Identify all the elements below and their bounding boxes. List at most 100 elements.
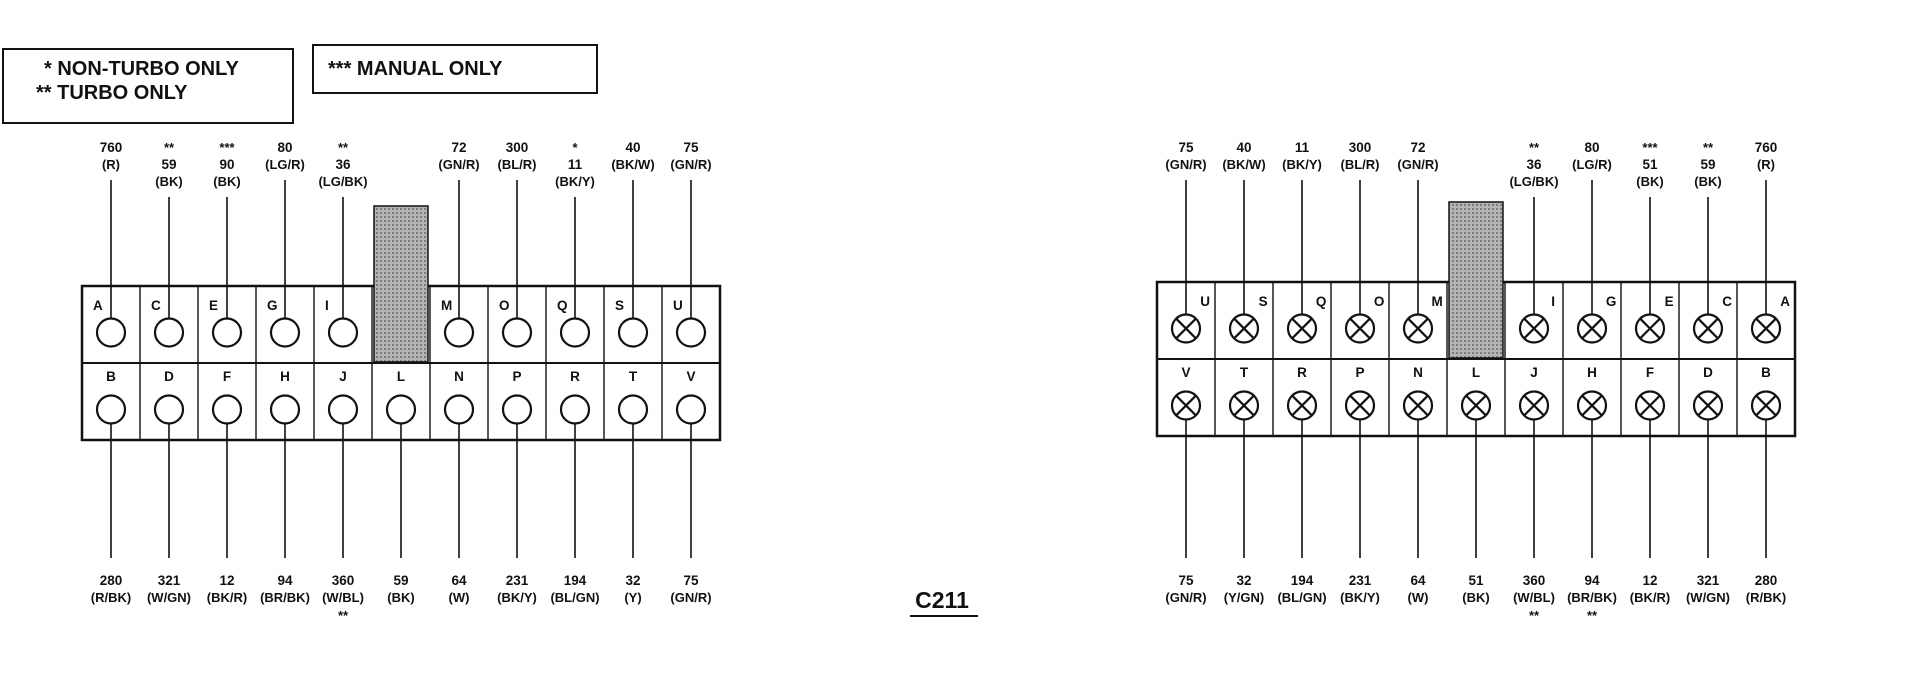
left-pin-letter: M [441, 298, 452, 313]
right-pin-letter: C [1722, 294, 1732, 309]
left-pin-letter: S [615, 298, 624, 313]
right-wire-number: 11 [1295, 140, 1310, 155]
left-wire-color: (Y) [624, 590, 641, 605]
right-wire-number: 64 [1410, 573, 1426, 588]
legend-box-turbo: * NON-TURBO ONLY ** TURBO ONLY [2, 48, 294, 124]
right-wire-color: (BK/Y) [1340, 590, 1380, 605]
left-terminal [153, 317, 185, 348]
right-wire-color: (BR/BK) [1567, 590, 1617, 605]
right-wire-number: 36 [1526, 157, 1542, 172]
right-pin-letter: E [1665, 294, 1674, 309]
left-terminal [617, 317, 649, 348]
right-pin-letter: R [1297, 365, 1307, 380]
right-terminal-cross [1697, 317, 1719, 340]
left-pin-letter: R [570, 369, 580, 384]
right-pin-letter: T [1240, 365, 1249, 380]
left-terminal [617, 394, 649, 425]
right-wire-color: (GN/R) [1397, 157, 1438, 172]
left-pin-letter: O [499, 298, 510, 313]
right-pin-letter: I [1551, 294, 1555, 309]
left-wire-number: 280 [100, 573, 123, 588]
right-terminal-cross [1407, 394, 1429, 417]
left-note-mark: *** [219, 140, 235, 155]
left-terminal [153, 394, 185, 425]
left-terminal [675, 394, 707, 425]
left-wire-color: (W/BL) [322, 590, 364, 605]
left-pin-letter: N [454, 369, 464, 384]
right-terminal-cross [1581, 317, 1603, 340]
left-wire-number: 321 [158, 573, 181, 588]
legend-manual: *** MANUAL ONLY [328, 58, 503, 80]
right-wire-color: (W/GN) [1686, 590, 1730, 605]
left-wire-color: (BR/BK) [260, 590, 310, 605]
left-terminal [95, 317, 127, 348]
right-wire-number: 280 [1755, 573, 1778, 588]
right-wire-color: (W/BL) [1513, 590, 1555, 605]
left-pin-letter: E [209, 298, 218, 313]
left-terminal [501, 317, 533, 348]
right-wire-color: (BL/GN) [1277, 590, 1326, 605]
left-pin-letter: L [397, 369, 405, 384]
right-pin-letter: B [1761, 365, 1771, 380]
right-wire-number: 75 [1178, 573, 1194, 588]
right-pin-letter: D [1703, 365, 1713, 380]
left-wire-color: (GN/R) [670, 590, 711, 605]
right-pin-letter: J [1530, 365, 1538, 380]
legend-box-manual: *** MANUAL ONLY [312, 44, 598, 94]
right-terminal-cross [1233, 394, 1255, 417]
left-wire-number: 75 [683, 573, 699, 588]
right-wire-color: (GN/R) [1165, 157, 1206, 172]
left-wire-color: (GN/R) [438, 157, 479, 172]
left-wire-color: (GN/R) [670, 157, 711, 172]
right-wire-color: (BK/Y) [1282, 157, 1322, 172]
left-terminal [675, 317, 707, 348]
right-wire-number: 12 [1642, 573, 1657, 588]
right-wire-color: (BK) [1636, 174, 1663, 189]
legend-non-turbo: * NON-TURBO ONLY [44, 58, 239, 80]
right-pin-letter: H [1587, 365, 1597, 380]
left-terminal [501, 394, 533, 425]
left-wire-number: 80 [277, 140, 292, 155]
left-note-mark: ** [164, 140, 175, 155]
right-pin-letter: V [1181, 365, 1190, 380]
right-pin-letter: Q [1316, 294, 1327, 309]
right-wire-color: (BK/W) [1222, 157, 1265, 172]
left-wire-number: 59 [393, 573, 408, 588]
left-terminal [327, 394, 359, 425]
left-pin-letter: P [512, 369, 521, 384]
left-wire-color: (BK/Y) [497, 590, 537, 605]
right-keyed-cavity [1448, 201, 1504, 359]
right-note-mark: ** [1529, 608, 1540, 623]
right-note-mark: *** [1642, 140, 1658, 155]
right-wire-number: 300 [1349, 140, 1372, 155]
left-pin-letter: Q [557, 298, 568, 313]
right-wire-color: (Y/GN) [1224, 590, 1264, 605]
left-pin-letter: D [164, 369, 174, 384]
left-wire-color: (BK) [213, 174, 240, 189]
right-wire-color: (BL/R) [1341, 157, 1380, 172]
right-note-mark: ** [1529, 140, 1540, 155]
right-wire-color: (W) [1408, 590, 1429, 605]
right-wire-number: 51 [1642, 157, 1658, 172]
right-wire-number: 32 [1236, 573, 1251, 588]
left-keyed-cavity [373, 205, 429, 363]
left-terminal [559, 394, 591, 425]
left-wire-color: (W) [449, 590, 470, 605]
left-wire-number: 59 [161, 157, 176, 172]
left-wire-number: 11 [568, 157, 583, 172]
left-pin-letter: F [223, 369, 231, 384]
left-terminal [269, 394, 301, 425]
left-terminal [269, 317, 301, 348]
left-pin-letter: H [280, 369, 290, 384]
left-pin-letter: T [629, 369, 638, 384]
left-wire-color: (BK) [387, 590, 414, 605]
left-wire-number: 194 [564, 573, 587, 588]
left-wire-color: (R/BK) [91, 590, 131, 605]
left-wire-number: 64 [451, 573, 467, 588]
left-pin-letter: I [325, 298, 329, 313]
left-wire-color: (BL/GN) [550, 590, 599, 605]
right-wire-number: 360 [1523, 573, 1546, 588]
left-wire-color: (BK/W) [611, 157, 654, 172]
left-wire-number: 40 [625, 140, 640, 155]
right-terminal-cross [1407, 317, 1429, 340]
